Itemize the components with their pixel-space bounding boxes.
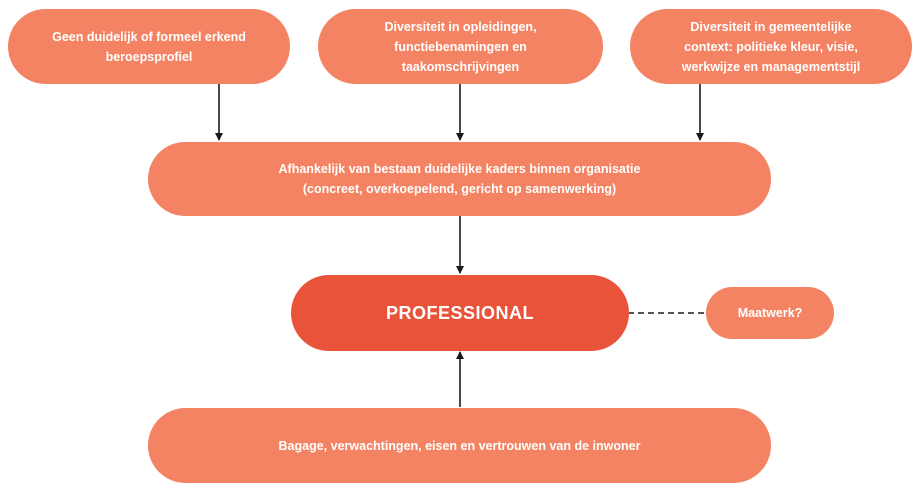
- node-custom-label: Maatwerk?: [737, 306, 803, 320]
- node-professional-label: PROFESSIONAL: [385, 303, 534, 323]
- node-resident: Bagage, verwachtingen, eisen en vertrouw…: [148, 408, 771, 483]
- node-frameworks: Afhankelijk van bestaan duidelijke kader…: [148, 142, 771, 216]
- node-context: Diversiteit in gemeentelijke context: po…: [630, 9, 912, 84]
- node-frameworks-label: Afhankelijk van bestaan duidelijke kader…: [278, 162, 641, 196]
- node-resident-label: Bagage, verwachtingen, eisen en vertrouw…: [278, 438, 641, 453]
- node-profile-label: Geen duidelijk of formeel erkend beroeps…: [52, 29, 246, 64]
- node-training: Diversiteit in opleidingen, functiebenam…: [318, 9, 603, 84]
- node-context-label: Diversiteit in gemeentelijke context: po…: [681, 19, 861, 74]
- node-professional: PROFESSIONAL: [291, 275, 629, 351]
- node-custom: Maatwerk?: [706, 287, 834, 339]
- node-training-label: Diversiteit in opleidingen, functiebenam…: [384, 19, 537, 74]
- node-profile: Geen duidelijk of formeel erkend beroeps…: [8, 9, 290, 84]
